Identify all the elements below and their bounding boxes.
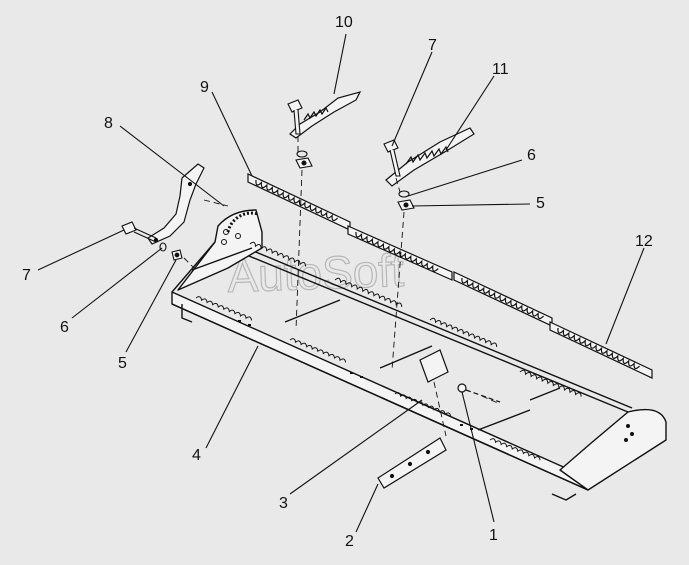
frame-floor-slots xyxy=(195,296,541,461)
callout-2: 2 xyxy=(345,533,354,550)
knife-segment-right-mid xyxy=(453,271,553,327)
callout-5-left: 5 xyxy=(118,355,127,372)
part-8-bracket xyxy=(147,163,205,245)
nut-left xyxy=(171,249,183,261)
nut-top-right xyxy=(397,199,415,211)
nut-top-left xyxy=(295,157,313,169)
part-11-blade xyxy=(385,127,475,187)
right-plate-holes xyxy=(624,424,634,442)
callout-6-left: 6 xyxy=(60,319,69,336)
bolt-left xyxy=(121,221,157,243)
callout-5-right: 5 xyxy=(536,195,545,212)
knife-segment-left xyxy=(247,173,351,231)
callout-3: 3 xyxy=(279,495,288,512)
callout-8: 8 xyxy=(104,115,113,132)
callout-1: 1 xyxy=(489,527,498,544)
washer-left xyxy=(159,242,167,252)
callout-11: 11 xyxy=(492,61,509,78)
callout-7-left: 7 xyxy=(22,267,31,284)
bolt-top-right xyxy=(383,139,401,177)
assembly-guide-lines xyxy=(183,136,501,437)
callout-10: 10 xyxy=(335,14,353,31)
knife-segment-mid xyxy=(347,225,453,281)
frame-teeth-rear xyxy=(249,241,582,397)
watermark: AutoSoft xyxy=(227,244,405,302)
part-1-bracket xyxy=(419,349,501,403)
bolt-top-left xyxy=(287,99,303,135)
left-plate-gear xyxy=(221,211,259,245)
washer-top-right xyxy=(398,190,410,198)
washer-top-left xyxy=(296,150,308,158)
callout-7-top: 7 xyxy=(428,37,437,54)
header-frame xyxy=(171,209,667,501)
callout-12: 12 xyxy=(635,233,653,250)
part-10-blade xyxy=(289,91,362,139)
leader-lines xyxy=(37,33,645,533)
knife-segment-right xyxy=(549,321,653,379)
callout-6-right: 6 xyxy=(527,147,536,164)
part-2-plate xyxy=(377,437,447,489)
callout-4: 4 xyxy=(192,447,201,464)
callout-9: 9 xyxy=(200,79,209,96)
